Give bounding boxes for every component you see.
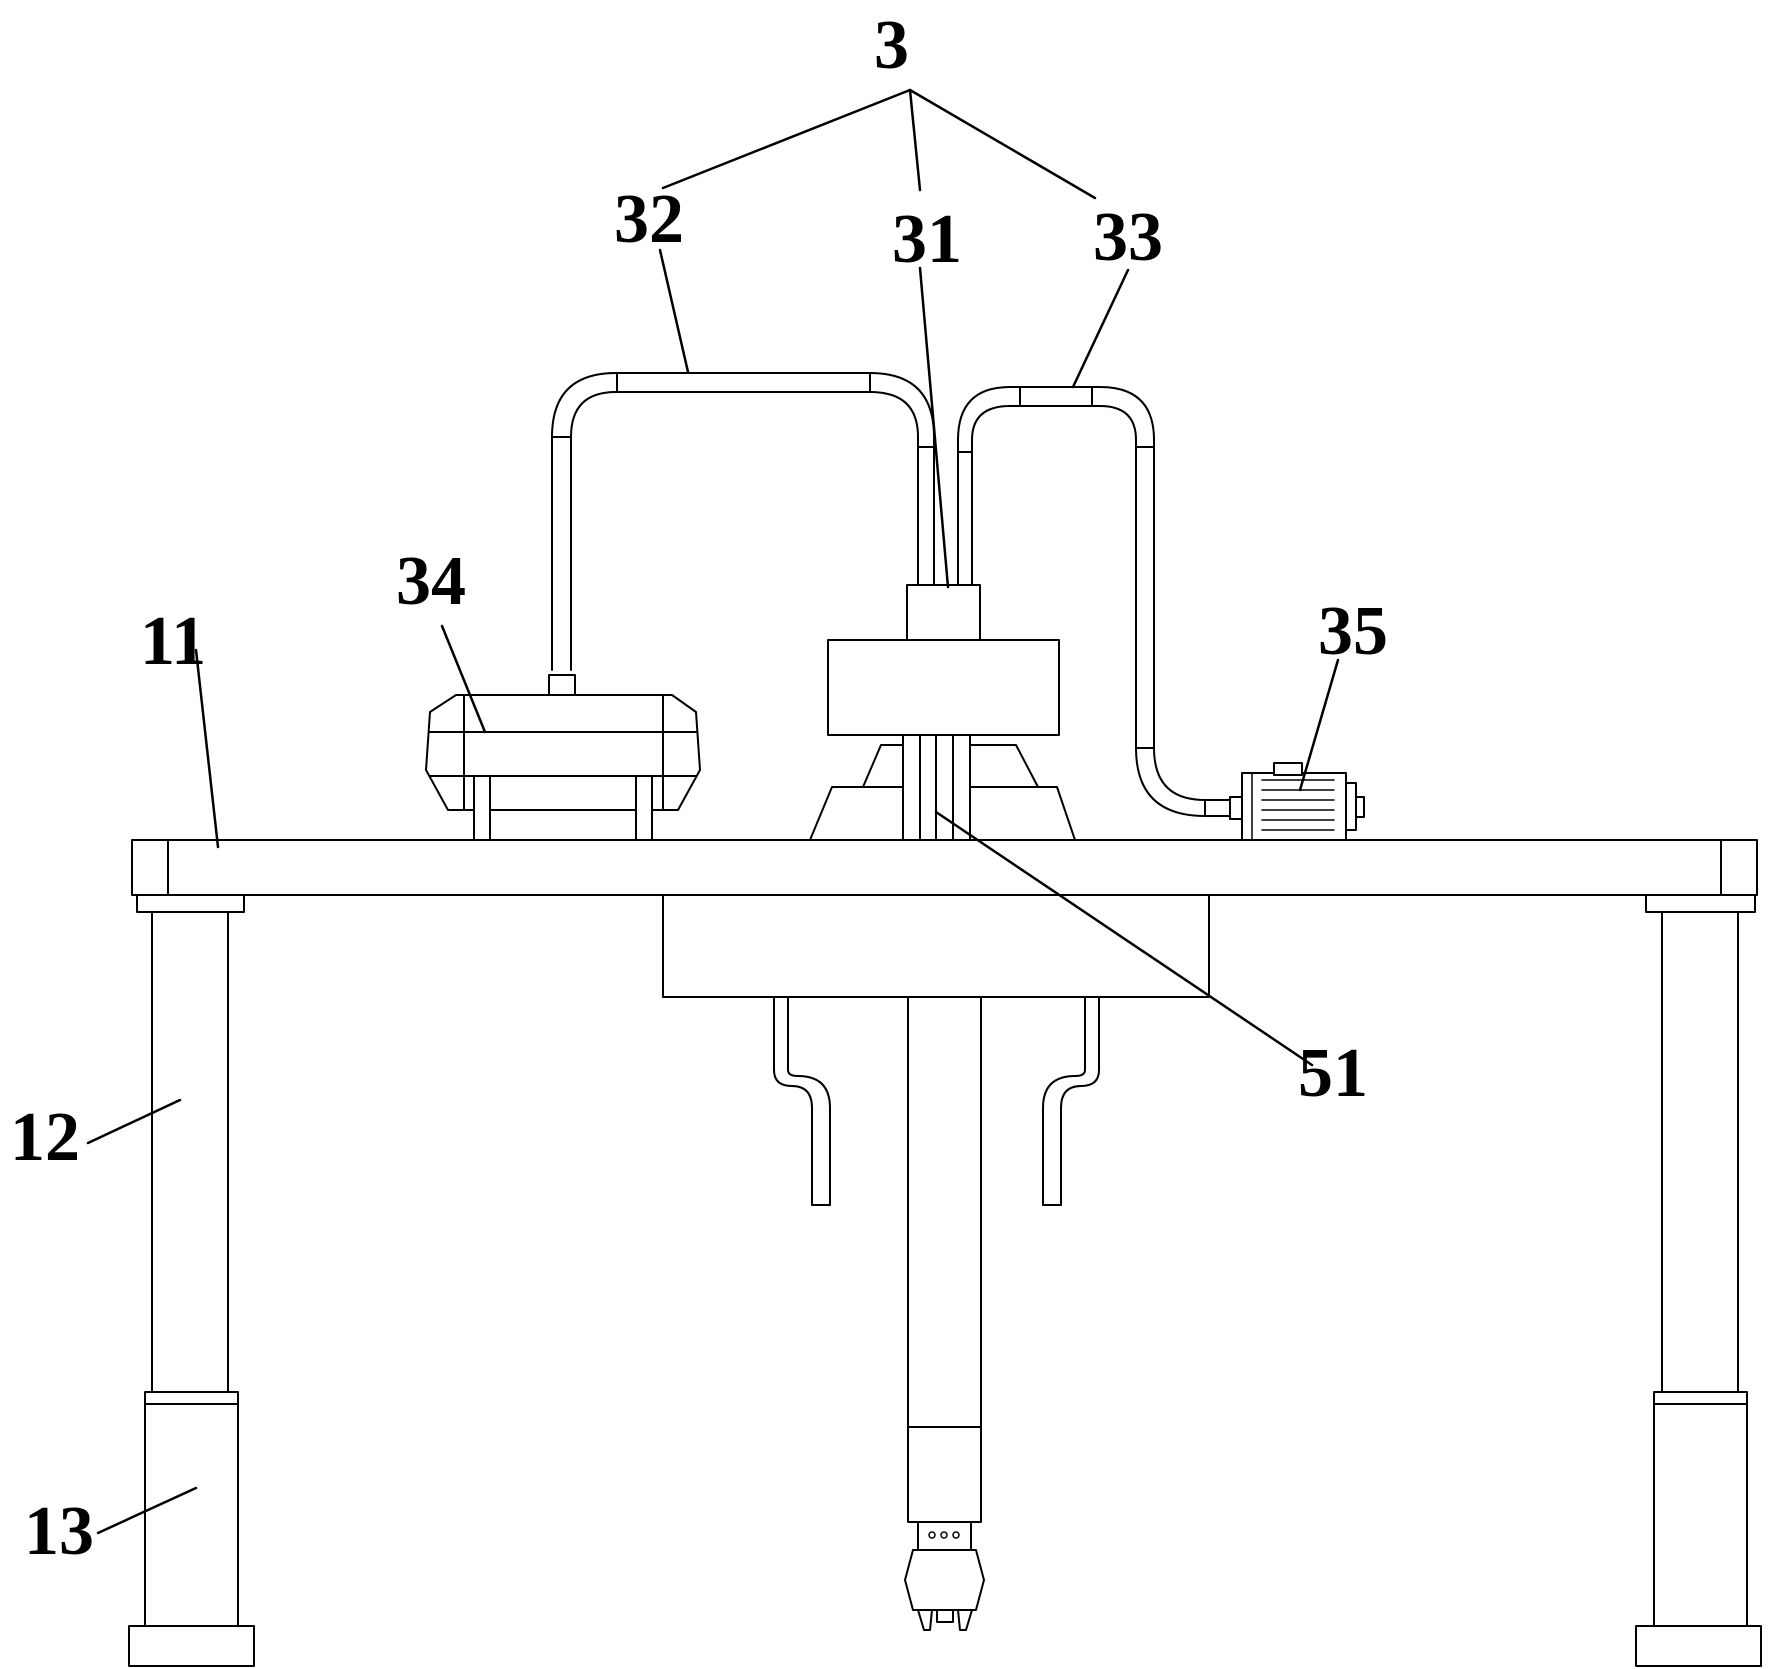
pipe-31 — [917, 446, 973, 586]
tank-34 — [425, 674, 701, 841]
pipe-32 — [551, 372, 935, 671]
leader-lines — [86, 88, 1340, 1535]
label-51: 51 — [1298, 1035, 1368, 1112]
label-13: 13 — [24, 1493, 94, 1570]
label-35: 35 — [1318, 593, 1388, 670]
right-leg — [1635, 894, 1762, 1667]
upper-disc — [827, 584, 1060, 736]
table-top — [131, 839, 1758, 896]
label-11: 11 — [140, 603, 206, 680]
left-hook — [773, 996, 831, 1206]
central-column — [902, 734, 971, 841]
label-32: 32 — [614, 181, 684, 258]
label-3: 3 — [874, 7, 909, 84]
pipe-33 — [957, 386, 1231, 817]
left-leg — [128, 894, 255, 1667]
right-hook — [1042, 996, 1100, 1206]
label-33: 33 — [1093, 199, 1163, 276]
label-31: 31 — [892, 201, 962, 278]
label-34: 34 — [396, 543, 466, 620]
label-12: 12 — [10, 1099, 80, 1176]
motor-35 — [1229, 762, 1365, 841]
central-shaft — [904, 996, 985, 1631]
reference-labels: 3 32 31 33 34 11 35 51 12 13 — [10, 7, 1388, 1570]
under-table-housing — [662, 894, 1210, 998]
